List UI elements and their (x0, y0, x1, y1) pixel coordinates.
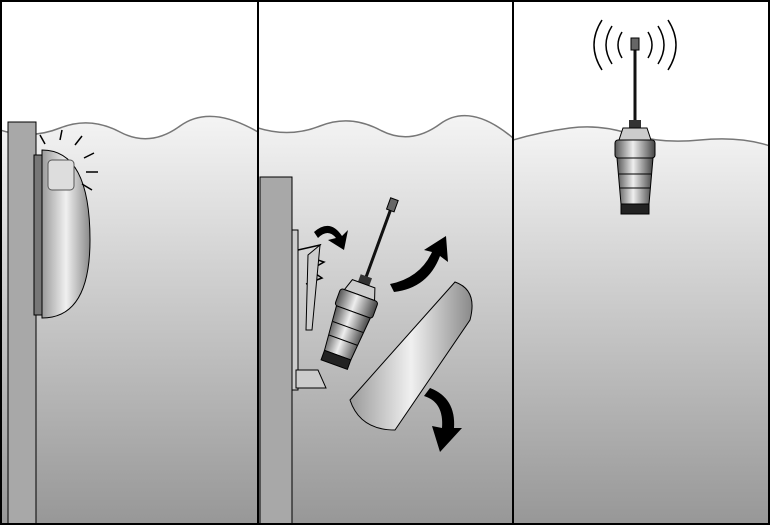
panel-release (258, 114, 513, 525)
beacon-housing-mounted-icon (33, 149, 91, 319)
housing-falling-icon (349, 281, 473, 431)
rotate-arrow-icon (314, 225, 348, 250)
arrows (314, 225, 462, 452)
panel-mounted (0, 115, 258, 525)
sink-arrow-icon (424, 388, 462, 452)
release-bracket-icon (291, 229, 327, 391)
wall (7, 121, 37, 525)
beacon-floating-icon (613, 36, 657, 216)
wall (259, 176, 293, 525)
rise-arrow-icon (390, 236, 448, 292)
panel-transmitting (513, 19, 770, 525)
radio-waves-icon (593, 19, 677, 71)
flash-rays-icon (39, 129, 98, 191)
